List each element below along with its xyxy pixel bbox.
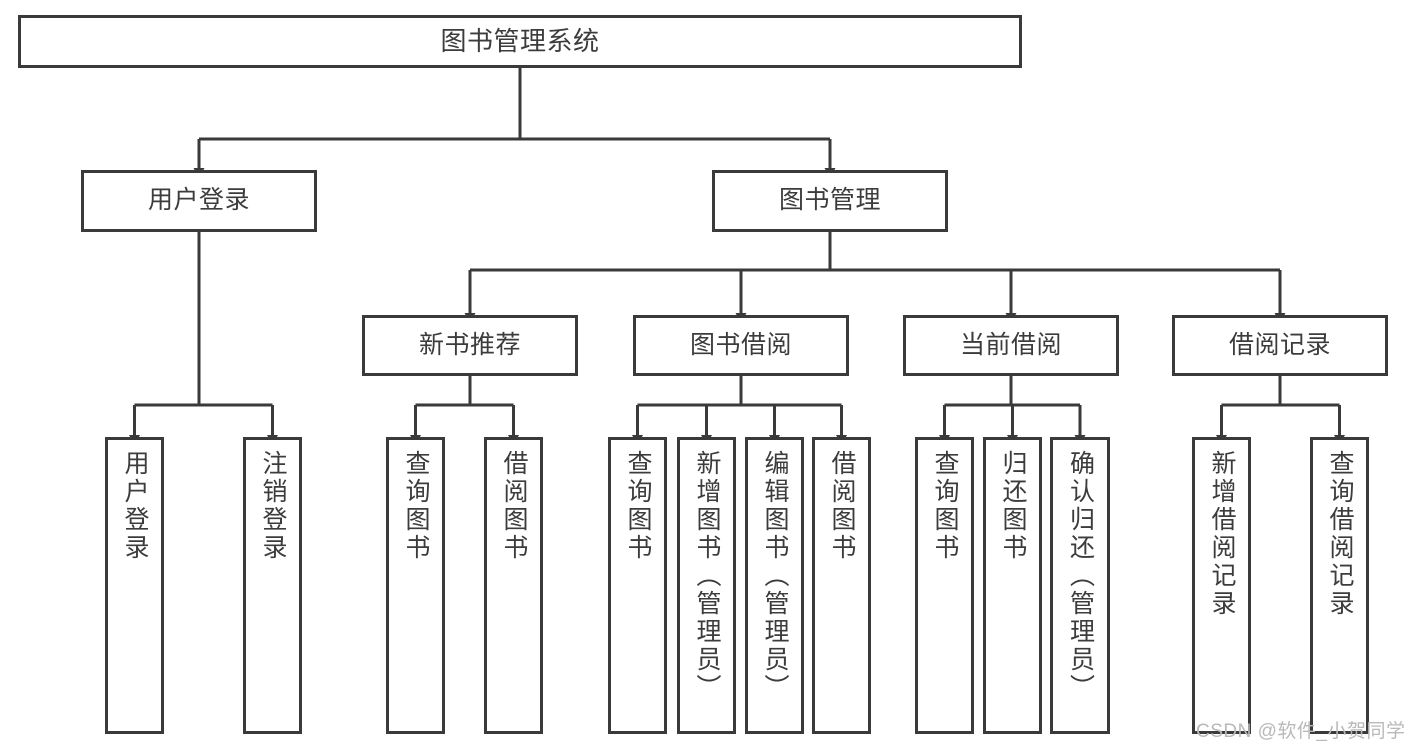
node-label: 查询图书 (402, 450, 430, 562)
node-leaf-query-bk[interactable]: 查询图书 (608, 437, 667, 734)
node-label: 图书管理系统 (440, 26, 600, 57)
node-label: 图书借阅 (689, 330, 792, 359)
node-leaf-add-rec[interactable]: 新增借阅记录 (1192, 437, 1251, 734)
node-leaf-query-nb[interactable]: 查询图书 (386, 437, 445, 734)
node-label: 查询图书 (931, 450, 959, 562)
node-label: 确认归还（管理员） (1066, 450, 1095, 702)
node-label: 编辑图书（管理员） (761, 450, 789, 702)
node-leaf-borrow-nb[interactable]: 借阅图书 (484, 437, 543, 734)
node-leaf-edit-bk[interactable]: 编辑图书（管理员） (745, 437, 804, 734)
node-label: 查询图书 (624, 450, 652, 562)
node-label: 当前借阅 (959, 330, 1062, 359)
node-leaf-add-bk[interactable]: 新增图书（管理员） (677, 437, 736, 734)
node-root[interactable]: 图书管理系统 (18, 15, 1022, 68)
node-label: 借阅图书 (828, 450, 856, 562)
node-label: 新书推荐 (418, 330, 521, 359)
node-leaf-logout[interactable]: 注销登录 (243, 437, 302, 734)
node-current[interactable]: 当前借阅 (903, 315, 1119, 376)
connector-lines (129, 68, 1345, 445)
csdn-watermark: CSDN @软件_小贺同学 (1196, 721, 1405, 742)
node-label: 图书管理 (778, 186, 881, 215)
node-label: 借阅记录 (1228, 330, 1331, 359)
node-leaf-login[interactable]: 用户登录 (105, 437, 164, 734)
node-bookmgmt[interactable]: 图书管理 (712, 170, 948, 232)
node-label: 查询借阅记录 (1326, 450, 1354, 618)
node-leaf-query-rec[interactable]: 查询借阅记录 (1310, 437, 1369, 734)
node-label: 用户登录 (147, 186, 250, 215)
node-records[interactable]: 借阅记录 (1172, 315, 1388, 376)
node-label: 注销登录 (259, 450, 287, 562)
node-leaf-query-cur[interactable]: 查询图书 (915, 437, 974, 734)
node-label: 新增图书（管理员） (693, 450, 721, 702)
node-label: 用户登录 (121, 450, 149, 562)
node-borrow[interactable]: 图书借阅 (633, 315, 849, 376)
node-leaf-lend-bk[interactable]: 借阅图书 (812, 437, 871, 734)
node-login[interactable]: 用户登录 (81, 170, 317, 232)
node-label: 归还图书 (999, 450, 1027, 562)
node-label: 新增借阅记录 (1208, 450, 1236, 618)
node-label: 借阅图书 (500, 450, 528, 562)
node-leaf-return[interactable]: 归还图书 (983, 437, 1042, 734)
node-leaf-confirm[interactable]: 确认归还（管理员） (1050, 437, 1110, 734)
node-newbook[interactable]: 新书推荐 (362, 315, 578, 376)
